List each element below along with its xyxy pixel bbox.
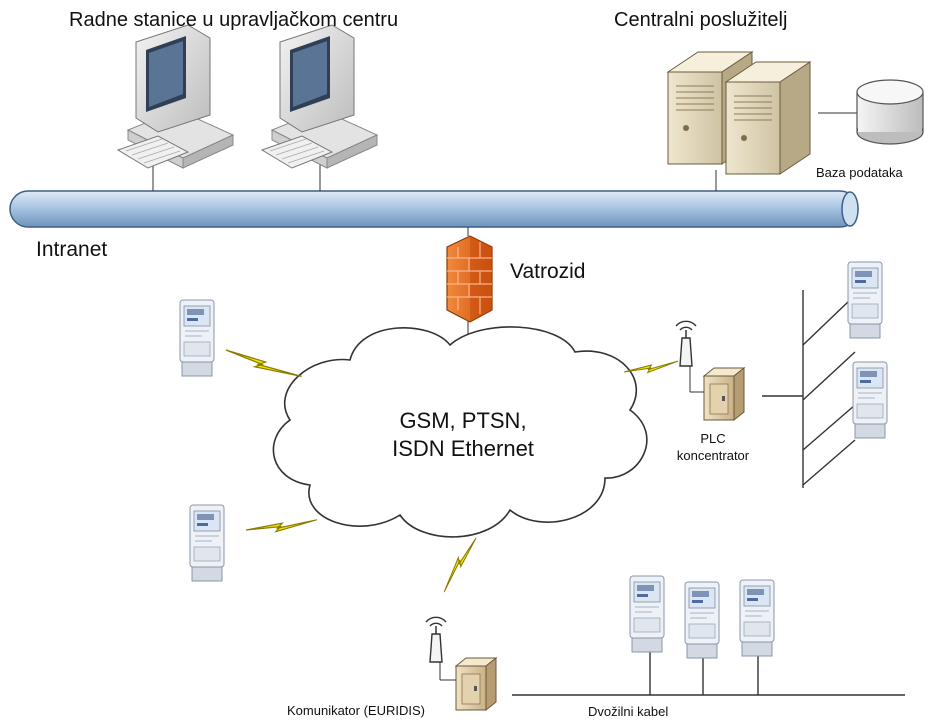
bus-connections [152,112,857,348]
smart-meter-icon [684,581,720,659]
database-label: Baza podataka [816,165,903,180]
wireless-link-icon [443,533,477,597]
two-wire-cable-label: Dvožilni kabel [588,704,669,719]
smart-meter-icon [179,299,215,377]
intranet-bus [9,190,859,228]
workstations-label: Radne stanice u upravljačkom centru [69,9,399,31]
plc-line [762,290,856,488]
concentrator-icon [703,367,745,421]
intranet-label: Intranet [36,238,108,261]
plc-concentrator-label: PLC koncentrator [672,430,754,464]
wireless-link-icon [225,349,303,378]
antenna-icon [425,616,447,663]
communicator-label: Komunikator (EURIDIS) [287,703,425,718]
smart-meter-icon [629,575,665,653]
antenna-icon [675,320,697,367]
smart-meter-icon [739,579,775,657]
smart-meter-icon [189,504,225,582]
plc-label-line1: PLC [700,431,726,446]
central-server-label: Centralni poslužitelj [614,9,788,31]
network-label: GSM, PTSN, ISDN Ethernet [378,407,548,463]
firewall-icon [446,235,493,323]
firewall-label: Vatrozid [510,260,586,283]
plc-label-line2: koncentrator [676,448,750,463]
network-label-line1: GSM, PTSN, [399,408,527,433]
wireless-link-icon [245,497,318,553]
smart-meter-icon [847,261,883,339]
workstation-icon [261,24,378,169]
database-icon [856,79,924,145]
smart-meter-icon [852,361,888,439]
network-cloud [272,326,648,538]
server-icon [724,61,812,175]
network-label-line2: ISDN Ethernet [392,436,534,461]
workstation-icon [117,24,234,169]
communicator-icon [455,657,497,711]
